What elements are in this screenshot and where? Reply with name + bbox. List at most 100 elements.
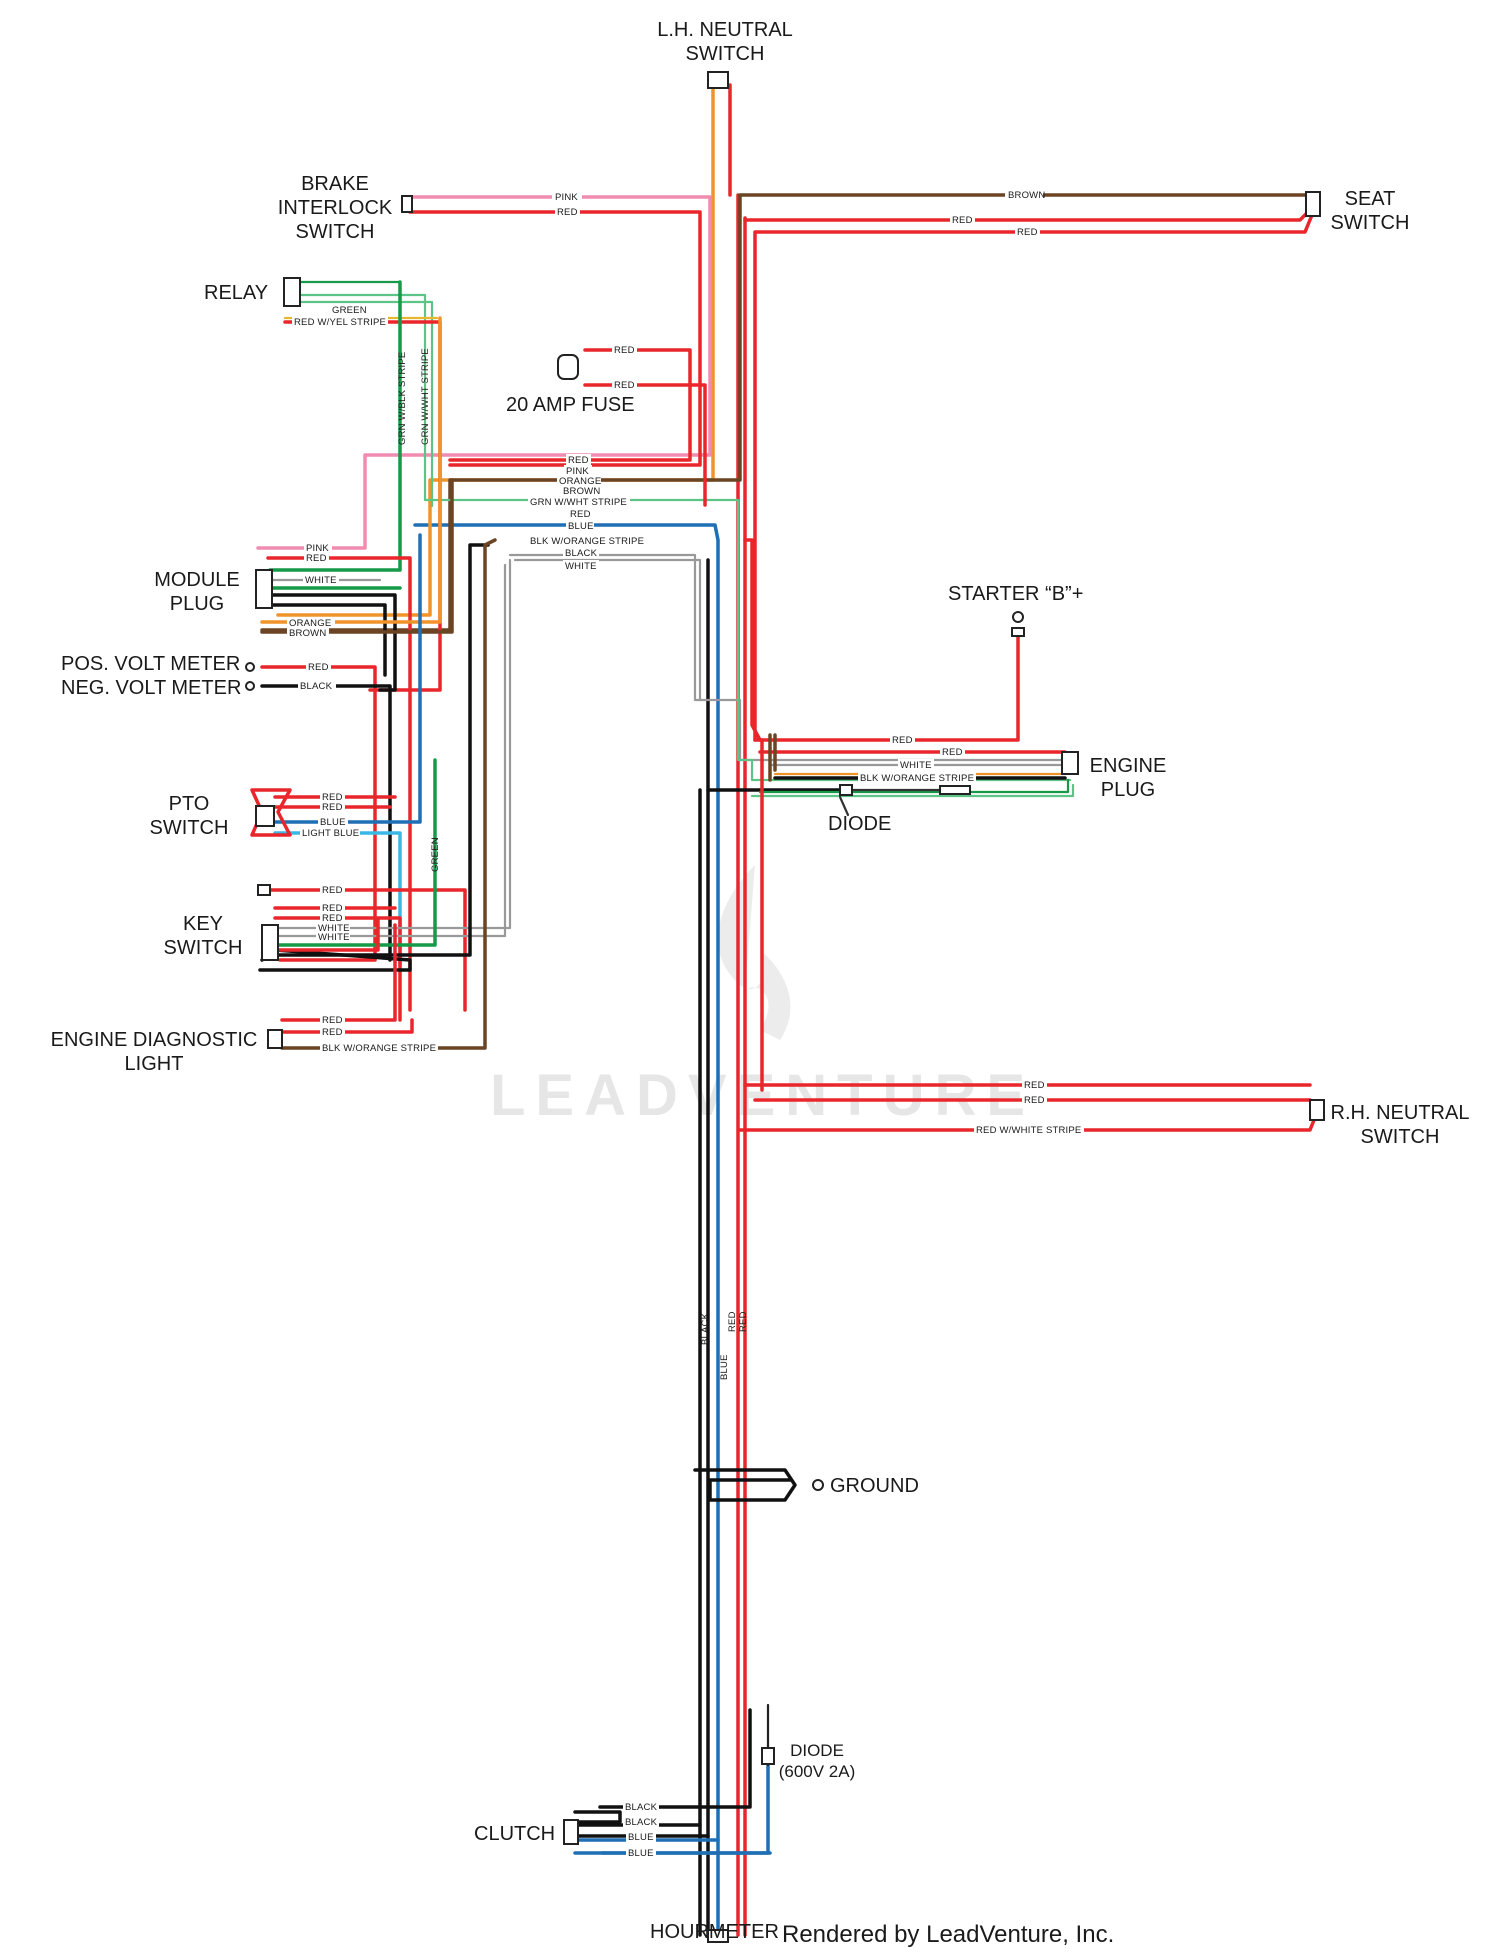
wire-label-green-key: GREEN bbox=[430, 837, 441, 872]
starter-terminal-icon bbox=[1012, 611, 1024, 623]
wire-black-clutch-loop bbox=[573, 1810, 622, 1824]
wire-label-red-diag-b: RED bbox=[322, 1027, 343, 1038]
label-module-2: PLUG bbox=[170, 593, 224, 615]
wire-black-ground bbox=[693, 1468, 797, 1502]
wire-label-red-trunk-b: RED bbox=[570, 509, 591, 520]
wire-pink-brake bbox=[256, 195, 712, 550]
wire-label-red-brake: RED bbox=[557, 207, 578, 218]
wire-label-red-engine: RED bbox=[942, 747, 963, 758]
wire-red-key-loop bbox=[273, 918, 380, 952]
wire-label-grn-wht: GRN W/WHT STRIPE bbox=[420, 348, 431, 445]
hourmeter-connector bbox=[707, 1929, 729, 1943]
connectors bbox=[245, 71, 1325, 1943]
wire-label-brown-seat: BROWN bbox=[1008, 190, 1045, 201]
wire-brown-module bbox=[260, 478, 454, 634]
clutch-connector bbox=[563, 1819, 579, 1845]
label-clutch: CLUTCH bbox=[474, 1823, 555, 1845]
relay-connector bbox=[283, 277, 301, 307]
fuse-icon bbox=[557, 354, 579, 380]
label-diode-clutch-1: DIODE bbox=[790, 1741, 844, 1760]
wire-label-red-diag-a: RED bbox=[322, 1015, 343, 1026]
wire-label-red-rh-b: RED bbox=[1024, 1095, 1045, 1106]
wire-label-red-yel: RED W/YEL STRIPE bbox=[294, 317, 386, 328]
wire-label-red-trunk-v1: RED bbox=[727, 1311, 738, 1332]
wire-label-brown-trunk: BROWN bbox=[563, 486, 600, 497]
label-engine-plug-1: ENGINE bbox=[1090, 755, 1167, 777]
label-brake-2: INTERLOCK bbox=[278, 197, 393, 219]
diode-engine-leader bbox=[838, 795, 850, 817]
wire-label-ltblue-pto: LIGHT BLUE bbox=[302, 828, 359, 839]
wire-label-grn-blk: GRN W/BLK STRIPE bbox=[397, 352, 408, 445]
label-pos-volt: POS. VOLT METER bbox=[61, 653, 240, 675]
wire-label-white-key-a: WHITE bbox=[318, 923, 350, 934]
wire-orange-lh bbox=[276, 83, 715, 617]
label-lh-neutral-1: L.H. NEUTRAL bbox=[657, 19, 793, 41]
module-plug-connector bbox=[255, 569, 273, 609]
key-terminal-connector bbox=[257, 884, 271, 896]
watermark: LEADVENTURE bbox=[490, 865, 1025, 1128]
wire-label-red-posvolt: RED bbox=[308, 662, 329, 673]
lh-neutral-connector bbox=[707, 71, 729, 89]
wire-label-orange-trunk: ORANGE bbox=[559, 476, 601, 487]
wire-ltgreen-diode bbox=[750, 783, 1075, 798]
label-ground: GROUND bbox=[830, 1475, 919, 1497]
wire-label-red-key-a: RED bbox=[322, 885, 343, 896]
ground-terminal-icon bbox=[812, 1479, 824, 1491]
pto-switch-connector bbox=[255, 805, 275, 827]
wire-orange-module bbox=[260, 316, 442, 624]
wire-black-module bbox=[266, 593, 397, 692]
seat-switch-connector bbox=[1305, 191, 1321, 217]
wire-blue-pto bbox=[273, 533, 422, 824]
diag-light-connector bbox=[267, 1029, 283, 1049]
engine-plug-connector bbox=[1061, 751, 1079, 775]
label-diag-1: ENGINE DIAGNOSTIC bbox=[51, 1029, 258, 1051]
wire-label-black-trunk: BLACK bbox=[565, 548, 598, 559]
wire-label-red-fuse-b: RED bbox=[614, 380, 635, 391]
wire-red-rh-d bbox=[753, 738, 764, 1092]
diode-clutch-icon bbox=[761, 1747, 775, 1765]
label-neg-volt: NEG. VOLT METER bbox=[61, 677, 241, 699]
label-hourmeter: HOURMETER bbox=[650, 1921, 779, 1943]
wire-black-module-b bbox=[266, 603, 387, 677]
wire-label-green-relay: GREEN bbox=[332, 305, 367, 316]
credit-text: Rendered by LeadVenture, Inc. bbox=[782, 1921, 1114, 1948]
wire-label-red-seat-a: RED bbox=[952, 215, 973, 226]
wire-label-black-negvolt: BLACK bbox=[300, 681, 333, 692]
label-engine-plug-2: PLUG bbox=[1101, 779, 1155, 801]
diode-engine-icon bbox=[839, 784, 853, 796]
wire-black-key bbox=[273, 543, 490, 957]
wire-white-trunk-b bbox=[513, 558, 702, 702]
wire-label-red-seat-b: RED bbox=[1017, 227, 1038, 238]
wire-label-red-wht-rh: RED W/WHITE STRIPE bbox=[976, 1125, 1081, 1136]
wire-label-white-engine: WHITE bbox=[900, 760, 932, 771]
wire-label-pink-module: PINK bbox=[306, 543, 329, 554]
pos-volt-terminal-icon bbox=[245, 662, 255, 672]
wire-label-blue-clutch-b: BLUE bbox=[628, 1848, 654, 1859]
label-pto-1: PTO bbox=[169, 793, 210, 815]
label-relay: RELAY bbox=[204, 282, 268, 304]
wire-red-diag-a bbox=[280, 923, 397, 1022]
watermark-flame-icon bbox=[717, 865, 791, 1040]
wire-label-red-pto-b: RED bbox=[322, 802, 343, 813]
component-labels: L.H. NEUTRAL SWITCH BRAKE INTERLOCK SWIT… bbox=[51, 19, 1470, 1948]
label-diode-clutch-2: (600V 2A) bbox=[779, 1762, 856, 1781]
wire-red-diag-b bbox=[280, 1018, 414, 1034]
wire-red-key-c bbox=[273, 916, 402, 1022]
wire-red-starter bbox=[743, 538, 1020, 742]
wire-label-blue-pto: BLUE bbox=[320, 817, 346, 828]
wire-red-seat-b bbox=[753, 213, 1314, 742]
wire-green-diode bbox=[758, 778, 1070, 794]
wire-label-blkorg-trunk: BLK W/ORANGE STRIPE bbox=[530, 536, 644, 547]
wire-green-key bbox=[273, 758, 437, 947]
wire-label-black-clutch-a: BLACK bbox=[625, 1802, 658, 1813]
wire-label-black-clutch-b: BLACK bbox=[625, 1817, 658, 1828]
wire-white-trunk bbox=[508, 553, 1067, 762]
wire-label-black-trunk-v: BLACK bbox=[700, 1312, 711, 1345]
label-brake-1: BRAKE bbox=[301, 173, 369, 195]
wire-label-grn-wht-trunk: GRN W/WHT STRIPE bbox=[530, 497, 627, 508]
label-pto-2: SWITCH bbox=[150, 817, 229, 839]
wire-label-red-trunk-v2: RED bbox=[738, 1311, 749, 1332]
wire-label-white-key-b: WHITE bbox=[318, 932, 350, 943]
wire-label-red-starter: RED bbox=[892, 735, 913, 746]
label-module-1: MODULE bbox=[154, 569, 240, 591]
